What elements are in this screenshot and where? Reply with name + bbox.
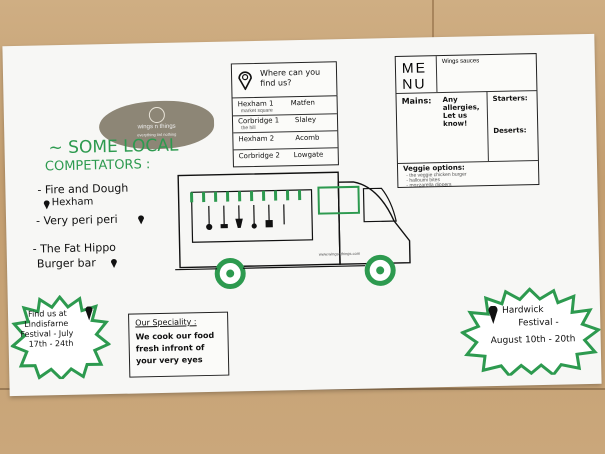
hardwick-starburst: [459, 287, 602, 377]
where-cell: Corbridge 2: [238, 151, 281, 161]
where-cell: Slaley: [294, 115, 317, 125]
menu-sauces-heading: Wings sauces: [441, 58, 480, 66]
lindisfarne-text: Festival - July: [20, 328, 74, 339]
logo-name: wings n things: [137, 123, 176, 131]
speciality-text: We cook our food: [135, 330, 215, 342]
logo-emblem-icon: [148, 106, 166, 124]
competitors-heading: ~ SOME LOCAL: [48, 135, 179, 159]
where-box: Where can you find us?: [230, 61, 338, 100]
hardwick-text: Festival -: [518, 317, 559, 329]
where-cell: Acomb: [295, 133, 320, 143]
speciality-heading: Our Speciality :: [135, 317, 197, 328]
speciality-box: Our Speciality : We cook our food fresh …: [128, 311, 230, 378]
where-note: the hill: [241, 124, 256, 132]
table-seam-vertical: [432, 0, 434, 40]
competitor-item: - Very peri peri: [35, 212, 118, 228]
competitor-item: - Fire and Dough: [37, 181, 129, 197]
competitor-item: - The Fat Hippo: [32, 240, 117, 256]
where-heading: Where can you find us?: [259, 67, 321, 88]
hardwick-text: August 10th - 20th: [490, 334, 576, 347]
truck-awning: [190, 190, 302, 203]
where-grid: Hexham 1 market square Matfen Corbridge …: [231, 95, 339, 168]
map-pin-icon: [85, 306, 93, 321]
menu-board: ME NU Wings sauces Mains: Any allergies,…: [394, 53, 540, 189]
lindisfarne-text: 17th - 24th: [28, 338, 74, 349]
menu-allergies: know!: [443, 119, 468, 129]
poster: wings n things everything tint nothing W…: [2, 33, 602, 397]
where-cell: Matfen: [290, 98, 316, 108]
menu-veggie-item: - mozzarella dippers: [406, 181, 452, 189]
map-pin-icon: [138, 215, 145, 225]
menu-title-me: ME: [401, 59, 428, 76]
map-pin-icon: [488, 305, 498, 325]
lindisfarne-text: Find us at: [27, 308, 67, 319]
truck-signage: www.wingsnthings.com: [318, 250, 361, 257]
menu-title-nu: NU: [402, 75, 427, 92]
food-truck-drawing: [175, 171, 411, 290]
map-pin-icon: [110, 259, 117, 268]
lindisfarne-text: Lindisfarne: [24, 318, 69, 329]
hardwick-text: Hardwick: [501, 304, 544, 316]
map-pin-icon: [43, 200, 50, 210]
competitors-subheading: COMPETATORS :: [44, 157, 151, 175]
competitor-item: Burger bar: [36, 256, 96, 271]
map-pin-icon: [238, 71, 252, 91]
lindisfarne-starburst: [9, 294, 112, 381]
where-cell: Corbridge 1: [237, 116, 280, 126]
menu-mains-heading: Mains:: [401, 96, 432, 106]
competitor-item: Hexham: [51, 196, 94, 209]
speciality-text: your very eyes: [135, 355, 203, 366]
menu-starters-heading: Starters:: [492, 94, 528, 103]
where-note: market square: [240, 107, 273, 115]
where-cell: Hexham 2: [238, 134, 275, 144]
where-cell: Lowgate: [293, 150, 324, 160]
speciality-text: fresh infront of: [135, 343, 205, 354]
menu-deserts-heading: Deserts:: [493, 126, 527, 135]
